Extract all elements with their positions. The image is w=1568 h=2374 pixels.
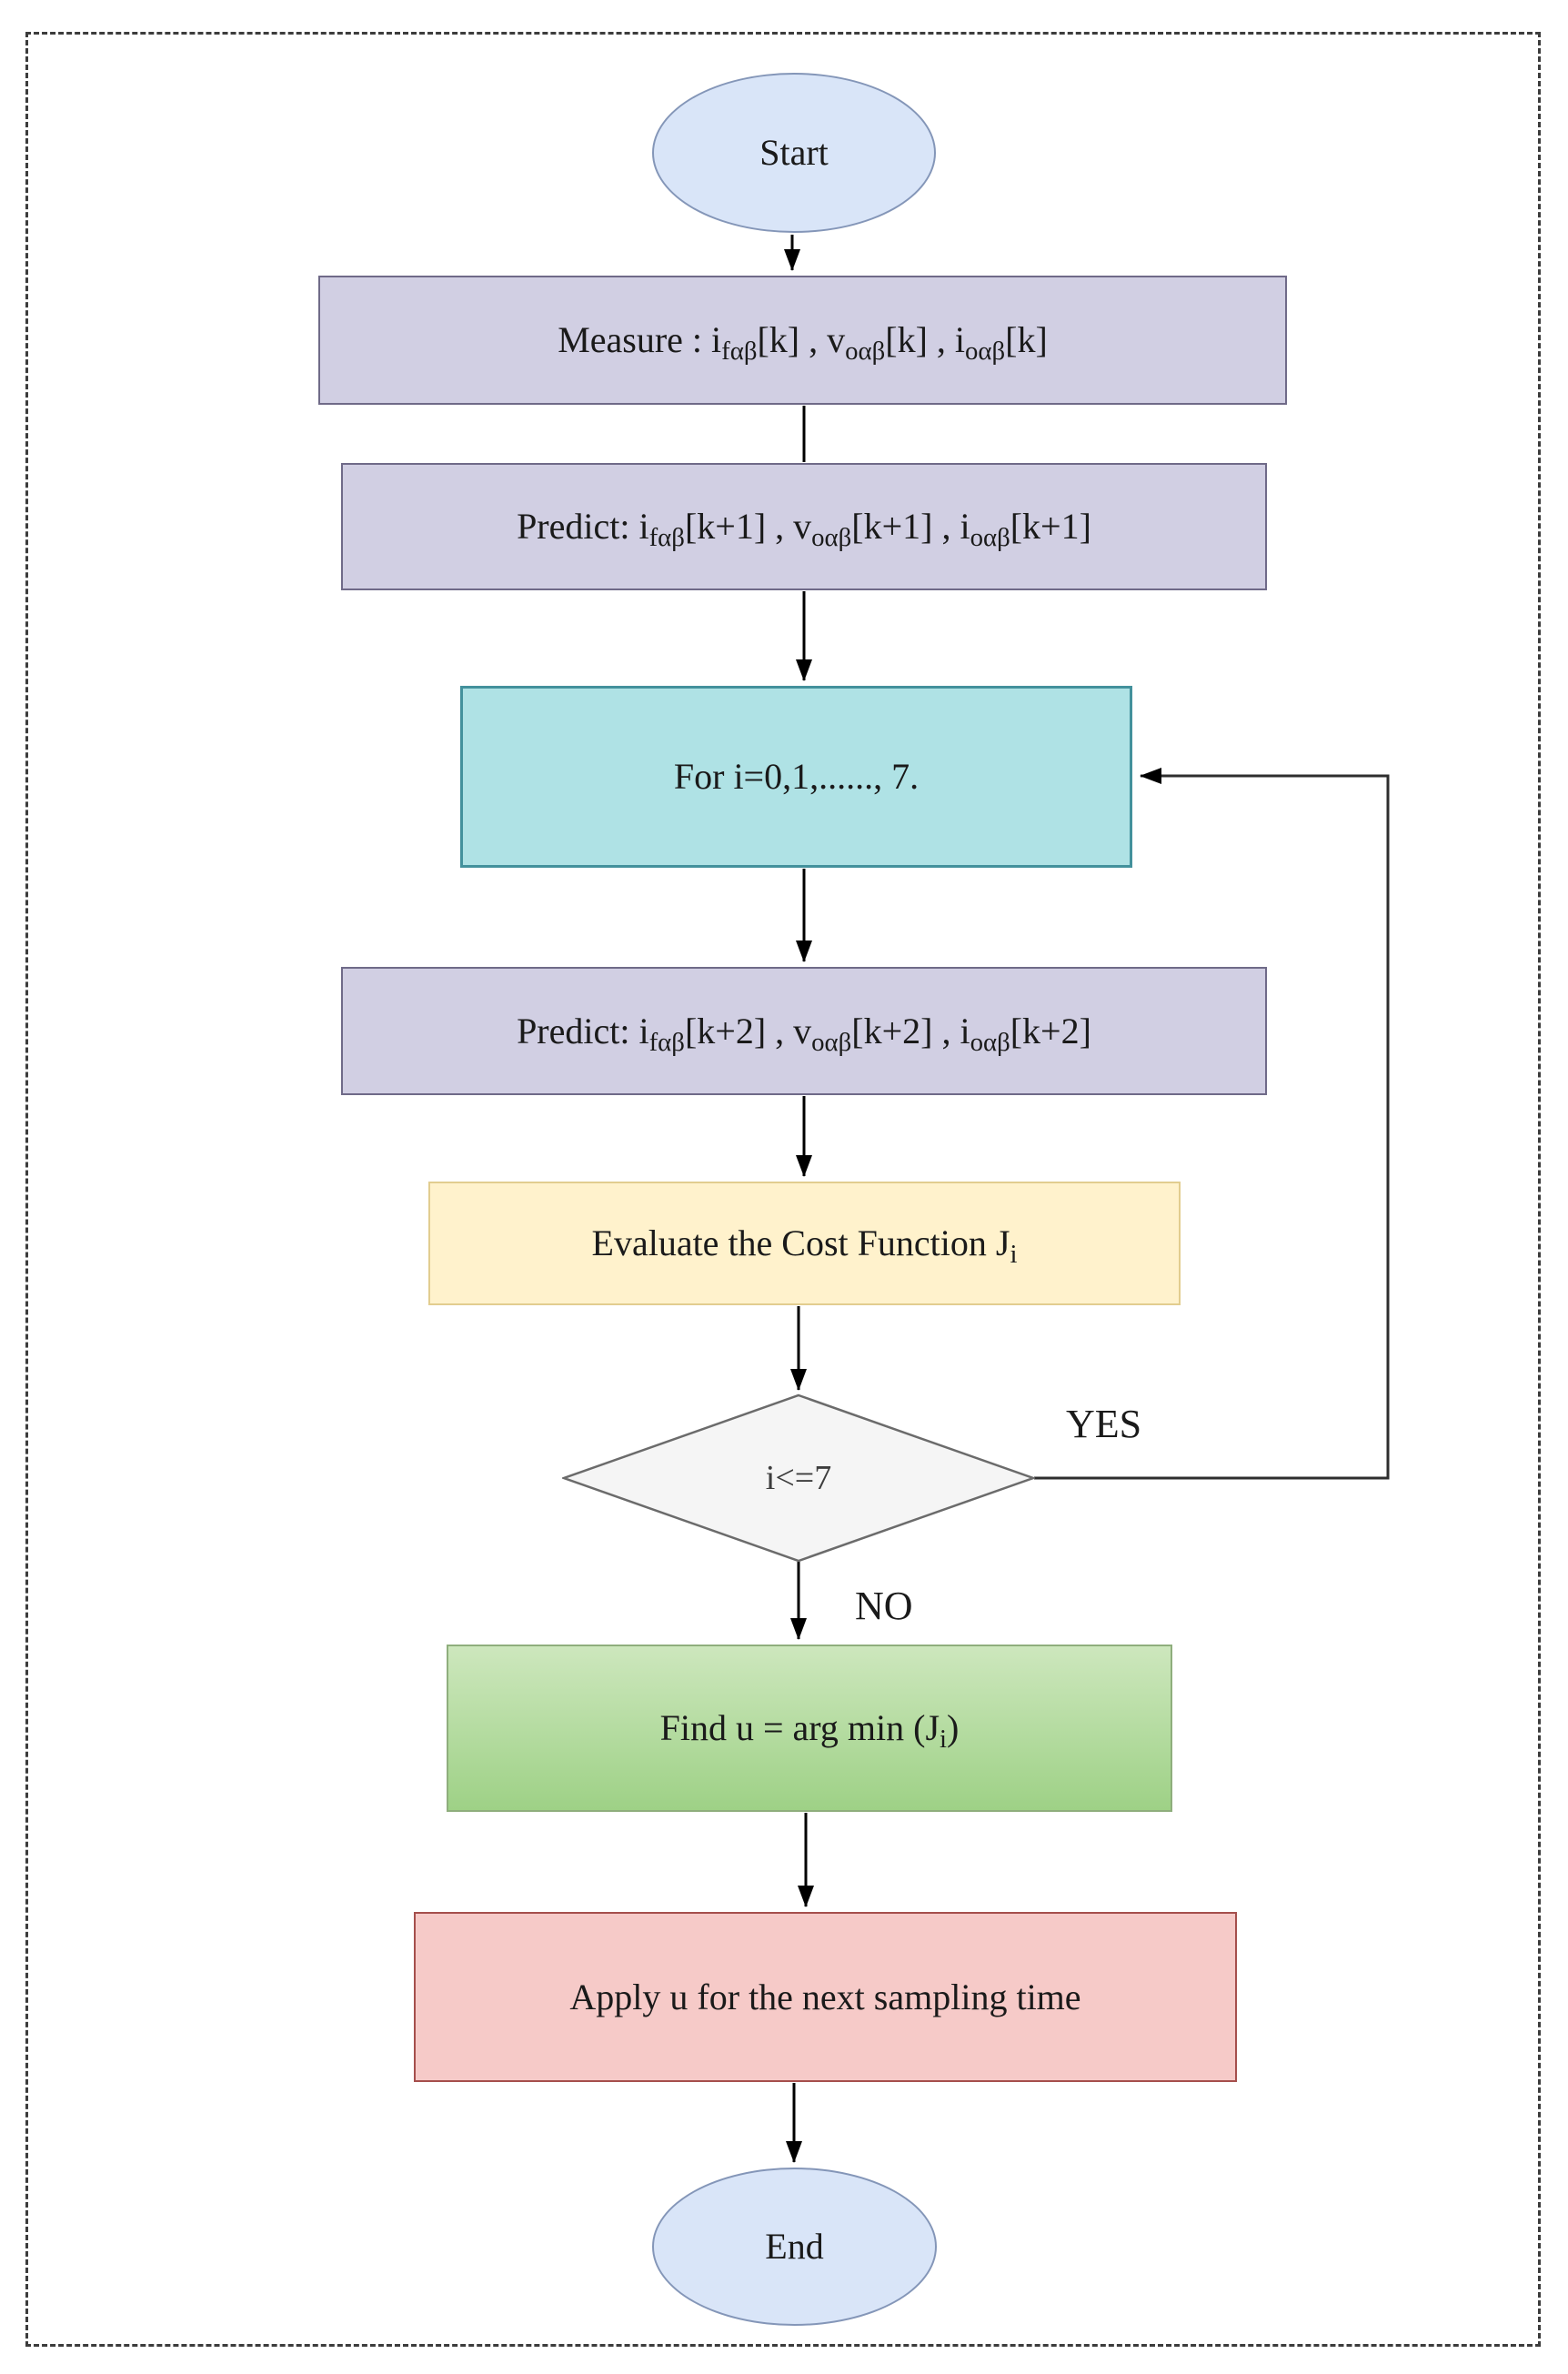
evaluate-cost-node: Evaluate the Cost Function Ji [428, 1182, 1181, 1305]
decision-label: i<=7 [765, 1459, 832, 1497]
end-node: End [652, 2168, 937, 2326]
yes-edge-label: YES [1066, 1402, 1142, 1446]
decision-node: i<=7 [562, 1393, 1035, 1563]
find-u-node: Find u = arg min (Ji) [447, 1645, 1172, 1812]
measure-label: Measure : ifαβ[k] , voαβ[k] , ioαβ[k] [558, 319, 1048, 367]
for-loop-node: For i=0,1,......, 7. [460, 686, 1132, 868]
decision-diamond-shape [562, 1393, 1035, 1563]
find-u-label: Find u = arg min (Ji) [659, 1707, 960, 1755]
predict-k2-node: Predict: ifαβ[k+2] , voαβ[k+2] , ioαβ[k+… [341, 967, 1267, 1095]
evaluate-cost-label: Evaluate the Cost Function Ji [591, 1222, 1018, 1270]
predict-k2-label: Predict: ifαβ[k+2] , voαβ[k+2] , ioαβ[k+… [517, 1010, 1091, 1057]
end-label: End [765, 2226, 824, 2267]
start-node: Start [652, 73, 936, 233]
dashed-border-frame [25, 32, 1541, 2347]
no-edge-label: NO [855, 1584, 913, 1628]
edge-decision-yes-loop [1034, 768, 1390, 1480]
apply-u-label: Apply u for the next sampling time [569, 1976, 1081, 2017]
apply-u-node: Apply u for the next sampling time [414, 1912, 1237, 2082]
start-label: Start [759, 132, 829, 173]
predict-k1-node: Predict: ifαβ[k+1] , voαβ[k+1] , ioαβ[k+… [341, 463, 1267, 590]
predict-k1-label: Predict: ifαβ[k+1] , voαβ[k+1] , ioαβ[k+… [517, 506, 1091, 553]
measure-node: Measure : ifαβ[k] , voαβ[k] , ioαβ[k] [318, 276, 1287, 405]
for-loop-label: For i=0,1,......, 7. [673, 756, 920, 797]
